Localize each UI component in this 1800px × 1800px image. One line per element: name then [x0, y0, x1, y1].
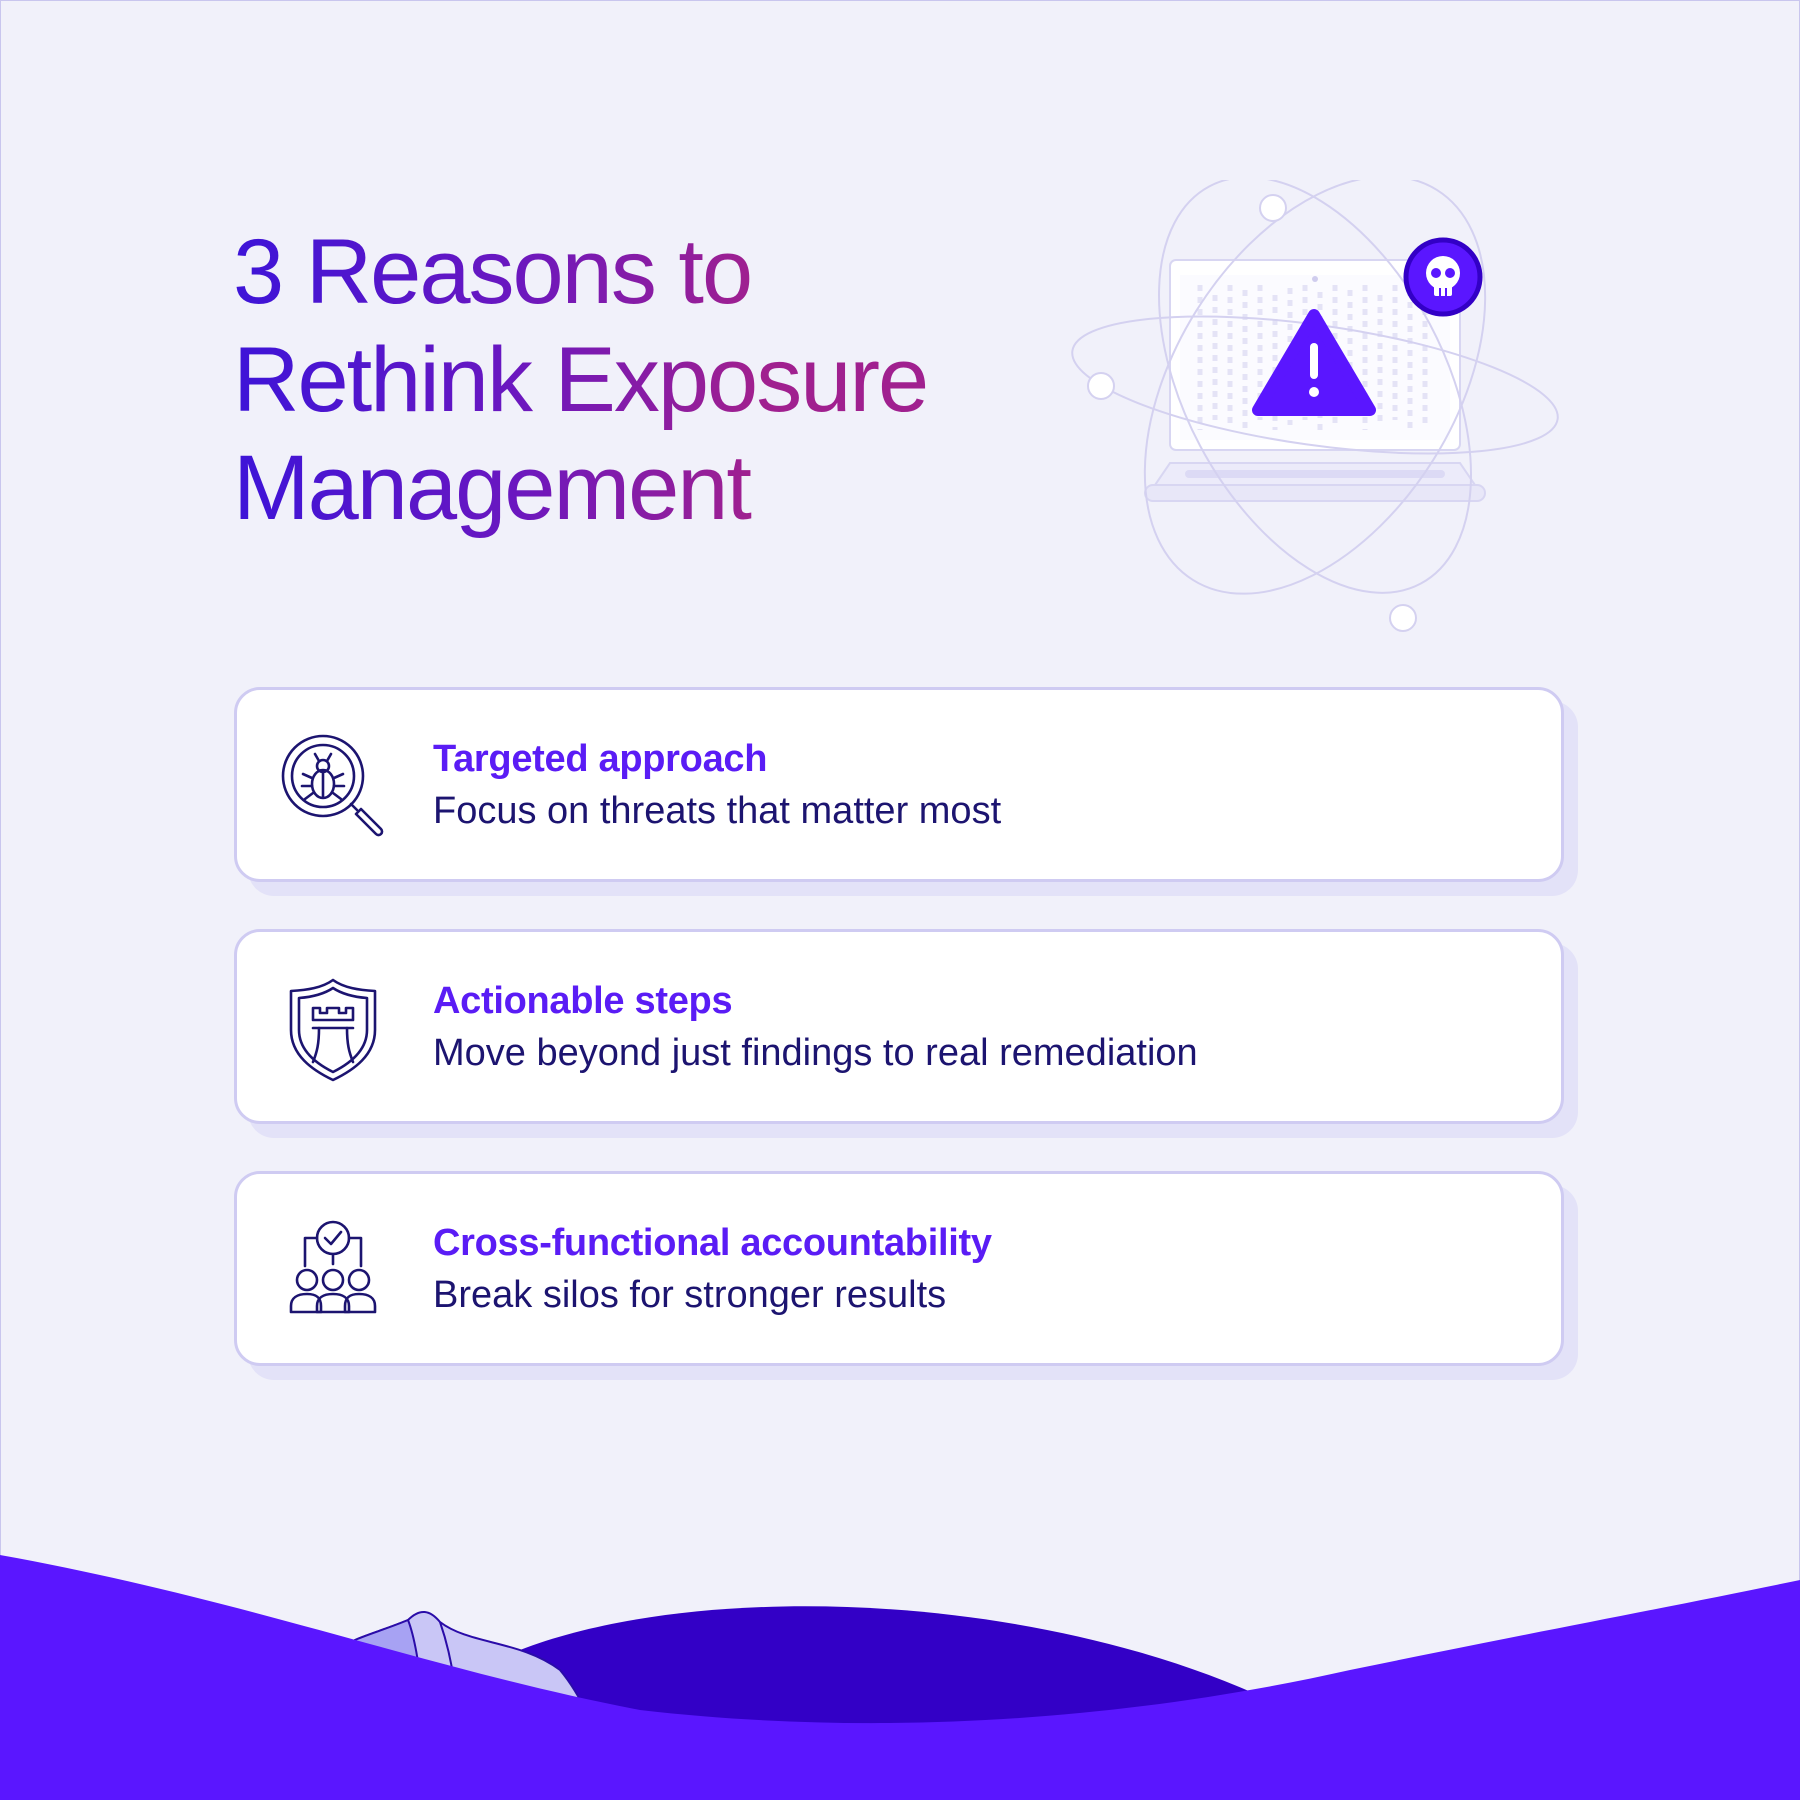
skull-badge-icon	[1403, 237, 1483, 317]
hero-illustration	[1071, 180, 1559, 632]
orbit-nodes	[1087, 194, 1417, 632]
card-body: Targeted approach Focus on threats that …	[234, 687, 1564, 882]
card-title: Actionable steps	[433, 980, 733, 1022]
card-description: Focus on threats that matter most	[433, 790, 1002, 832]
card-body: Cross-functional accountability Break si…	[234, 1171, 1564, 1366]
title-line-2: Rethink Exposure	[233, 329, 928, 431]
card-title: Targeted approach	[433, 738, 768, 780]
reason-card-2: Actionable steps Move beyond just findin…	[234, 929, 1578, 1138]
card-description: Break silos for stronger results	[433, 1274, 947, 1316]
bottom-wave-landscape	[0, 1555, 1800, 1800]
card-title: Cross-functional accountability	[433, 1222, 992, 1264]
card-body: Actionable steps Move beyond just findin…	[234, 929, 1564, 1124]
title-line-3: Management	[233, 437, 750, 539]
warning-triangle-icon	[1252, 309, 1376, 416]
reason-card-1: Targeted approach Focus on threats that …	[234, 687, 1578, 896]
page-title: 3 Reasons to Rethink Exposure Management	[233, 218, 927, 542]
reason-card-3: Cross-functional accountability Break si…	[234, 1171, 1578, 1380]
title-line-1: 3 Reasons to	[233, 221, 752, 323]
shield-castle-icon	[289, 978, 377, 1082]
orbit-rings	[1071, 180, 1559, 595]
card-description: Move beyond just findings to real remedi…	[433, 1032, 1198, 1074]
bug-magnifier-icon	[281, 734, 384, 837]
team-check-icon	[289, 1220, 377, 1314]
